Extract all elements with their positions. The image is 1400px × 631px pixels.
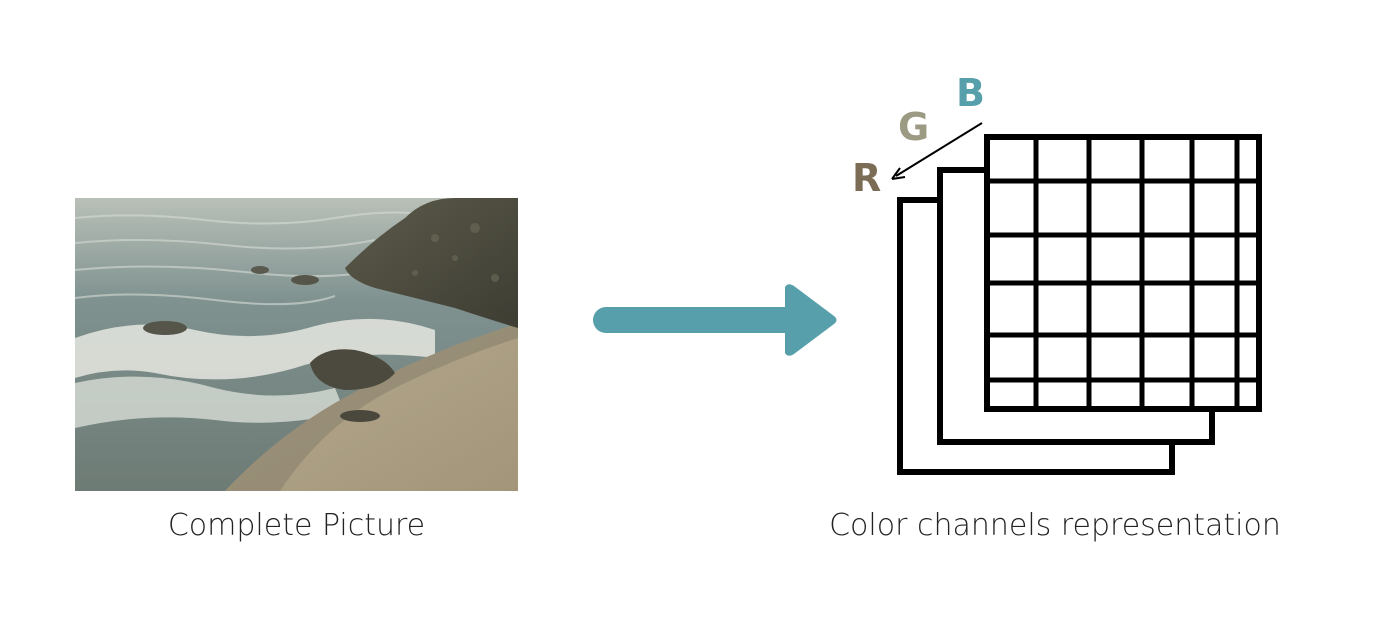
seascape-photo: [75, 198, 518, 491]
complete-picture-caption: Complete Picture: [167, 508, 426, 543]
right-arrow-head: [785, 284, 837, 356]
seascape-photo-graphic: [75, 198, 518, 491]
rgb-channel-grid: R G B: [840, 60, 1290, 495]
color-channels-caption: Color channels representation: [829, 508, 1281, 543]
b-channel-layer: [984, 134, 1262, 412]
b-channel-label: B: [956, 71, 985, 115]
g-channel-label: G: [898, 105, 929, 149]
right-arrow-icon: [590, 280, 840, 365]
r-channel-label: R: [852, 156, 881, 200]
channel-order-arrow: [891, 122, 983, 180]
